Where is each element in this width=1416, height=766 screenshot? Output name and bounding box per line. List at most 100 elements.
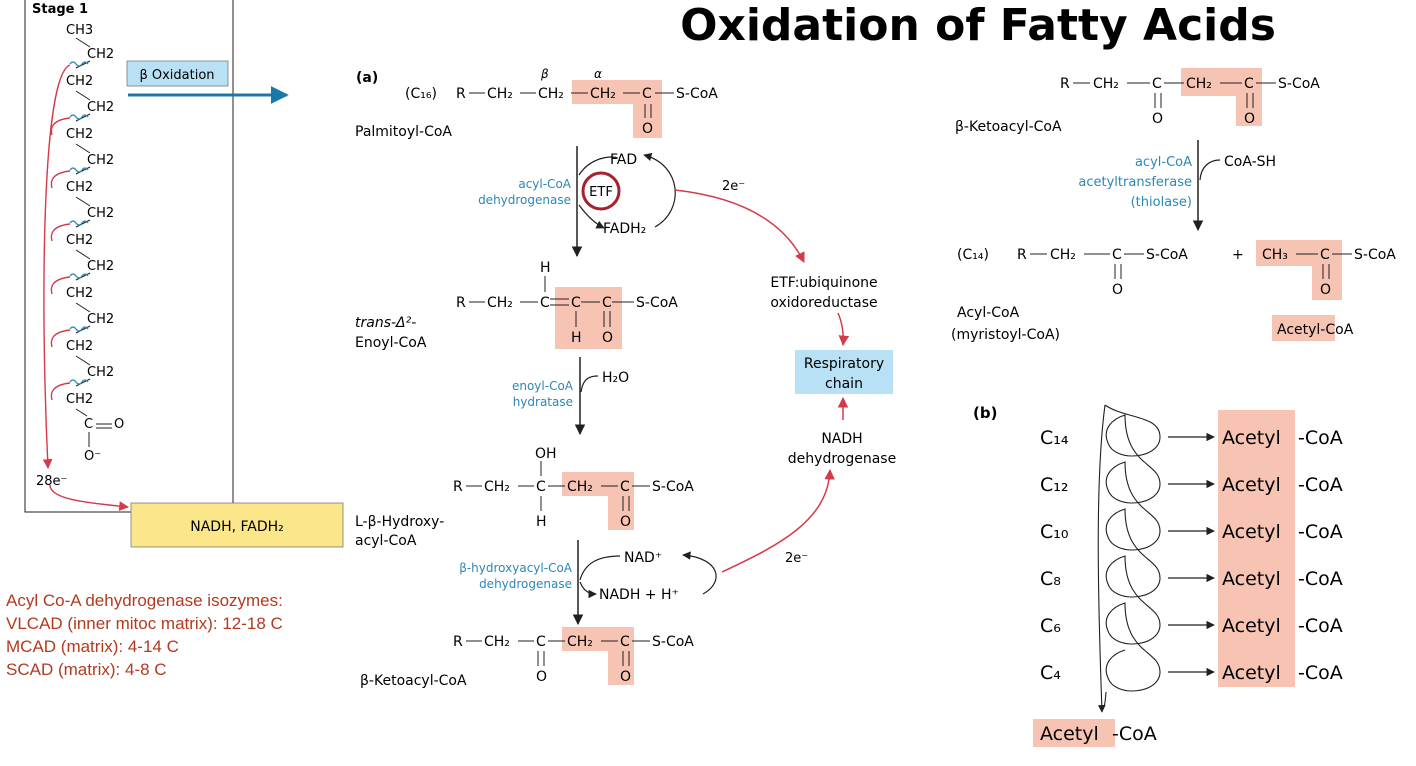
nad-curve <box>579 555 621 581</box>
c16-label: (C₁₆) <box>405 86 437 102</box>
acylcoa-dehydrogenase-label: dehydrogenase <box>478 193 571 207</box>
enoyl-highlight <box>555 287 622 349</box>
atom-s-coa: S-CoA <box>652 479 694 495</box>
etf-return-curve <box>643 152 676 228</box>
atom-c: C <box>536 634 546 650</box>
respiratory-chain-label: Respiratory <box>804 356 884 372</box>
atom-r: R <box>453 634 463 650</box>
etf-label: ETF <box>589 185 613 200</box>
thiolase-label: (thiolase) <box>1131 195 1192 210</box>
nad-label: NAD⁺ <box>624 550 662 566</box>
ketoacyl-highlight-tail <box>1236 96 1262 126</box>
palmitoyl-highlight <box>572 80 662 104</box>
acyl-coa-label: Acyl-CoA <box>957 305 1020 321</box>
two-electrons-bottom: 2e⁻ <box>785 551 808 566</box>
acetyl-label: Acetyl <box>1222 474 1281 496</box>
isozyme-heading: Acyl Co-A dehydrogenase isozymes: <box>6 591 283 610</box>
atom-r: R <box>456 86 466 102</box>
carbon-count-label: C₁₂ <box>1040 474 1069 496</box>
atom-r: R <box>1017 247 1027 263</box>
atom-s-coa: S-CoA <box>636 295 678 311</box>
thiolase-label: acetyltransferase <box>1078 175 1192 190</box>
coa-suffix-label: -CoA <box>1298 521 1343 543</box>
atom-c: C <box>620 479 630 495</box>
atom-ch2: CH₂ <box>590 86 616 102</box>
greek-alpha: α <box>594 67 602 81</box>
chain-ch2: CH2 <box>66 339 93 354</box>
respiratory-chain-box <box>795 350 893 394</box>
hydroxy-highlight-tail <box>608 496 634 530</box>
atom-o: O <box>1320 282 1331 298</box>
beta-oxidation-spiral <box>1101 404 1161 713</box>
chain-ch2: CH2 <box>66 180 93 195</box>
atom-c: C <box>536 479 546 495</box>
chain-ch2: CH2 <box>87 312 114 327</box>
trans-enoyl-label: Enoyl-CoA <box>355 335 427 351</box>
enoyl-hydratase-label: enoyl-CoA <box>512 379 574 393</box>
acylcoa-dehydrogenase-label: acyl-CoA <box>518 177 571 191</box>
atom-ch3: CH₃ <box>1262 247 1288 263</box>
atom-ch2: CH₂ <box>567 479 593 495</box>
chain-ch2: CH2 <box>66 74 93 89</box>
h2o-label: H₂O <box>602 370 629 386</box>
h2o-curve <box>580 375 599 393</box>
atom-c: C <box>620 634 630 650</box>
red-arrow-to-nadh-dh <box>721 468 835 573</box>
acetyl-label: Acetyl <box>1222 521 1281 543</box>
atom-o: O <box>642 121 653 137</box>
atom-r: R <box>1060 76 1070 92</box>
thiolase-label: acyl-CoA <box>1135 155 1192 170</box>
keto-highlight <box>562 627 634 651</box>
atom-o: O <box>620 669 631 685</box>
chain-carbonyl-o: O <box>114 417 124 432</box>
atom-o: O <box>1152 111 1163 127</box>
coa-suffix-label: -CoA <box>1298 427 1343 449</box>
coash-curve <box>1199 159 1221 181</box>
chain-ch2: CH2 <box>87 365 114 380</box>
atom-c: C <box>540 295 550 311</box>
atom-o: O <box>602 330 613 346</box>
chain-ch2: CH2 <box>66 392 93 407</box>
coa-suffix-label: -CoA <box>1298 474 1343 496</box>
hydroxyacyl-label: acyl-CoA <box>355 533 417 549</box>
atom-o: O <box>536 669 547 685</box>
chain-carboxyl-c: C <box>84 417 93 432</box>
atom-s-coa: S-CoA <box>1278 76 1320 92</box>
acyl-coa-label: (myristoyl-CoA) <box>951 327 1060 343</box>
palmitoyl-coa-label: Palmitoyl-CoA <box>355 124 452 140</box>
atom-ch2: CH₂ <box>567 634 593 650</box>
acetyl-column-highlight <box>1218 410 1295 687</box>
chain-ch2: CH2 <box>66 127 93 142</box>
electron-count: 28e⁻ <box>36 474 67 489</box>
carbon-count-label: C₈ <box>1040 568 1061 590</box>
respiratory-chain-label: chain <box>825 376 863 392</box>
atom-c: C <box>1152 76 1162 92</box>
acetyl-label: Acetyl <box>1222 615 1281 637</box>
atom-ch2: CH₂ <box>1050 247 1076 263</box>
ketoacyl-coa-right-label: β-Ketoacyl-CoA <box>955 119 1062 135</box>
carbon-count-label: C₁₀ <box>1040 521 1069 543</box>
atom-ch2: CH₂ <box>1186 76 1212 92</box>
fad-label: FAD <box>610 152 637 168</box>
two-electrons-top: 2e⁻ <box>722 179 745 194</box>
atom-oh: OH <box>535 446 557 462</box>
beta-oxidation-box <box>126 60 229 87</box>
atom-s-coa: S-CoA <box>1354 247 1396 263</box>
palmitoyl-highlight-tail <box>633 104 662 138</box>
spiral-axis-arrow <box>1097 404 1106 713</box>
atom-o: O <box>1112 282 1123 298</box>
bottom-acetyl-highlight <box>1033 719 1115 747</box>
page-title: Oxidation of Fatty Acids <box>680 0 1276 51</box>
coash-label: CoA-SH <box>1224 154 1276 170</box>
panel-b-label: (b) <box>973 404 997 422</box>
atom-c: C <box>1244 76 1254 92</box>
atom-ch2: CH₂ <box>1093 76 1119 92</box>
fatty-acid-chain: CH3 CH2 CH2 CH2 CH2 CH2 CH2 CH2 CH2 CH2 … <box>66 23 124 464</box>
electron-arrows <box>42 64 129 511</box>
atom-h: H <box>536 514 547 530</box>
c14-label: (C₁₄) <box>957 247 989 263</box>
fad-curve <box>578 156 619 176</box>
coa-suffix-label: -CoA <box>1298 568 1343 590</box>
atom-c: C <box>602 295 612 311</box>
